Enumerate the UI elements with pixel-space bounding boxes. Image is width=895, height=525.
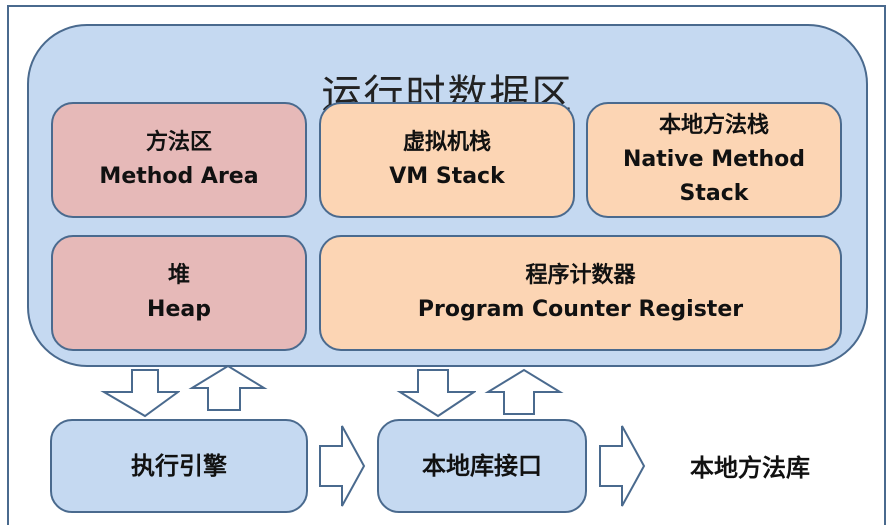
- right-arrow-icon: [599, 425, 646, 507]
- heap-box: 堆 Heap: [51, 235, 307, 351]
- vm-stack-box: 虚拟机栈 VM Stack: [319, 102, 575, 218]
- pc-register-en: Program Counter Register: [417, 297, 744, 322]
- method-area-box: 方法区 Method Area: [51, 102, 307, 218]
- execution-engine-box: 执行引擎: [50, 419, 308, 513]
- native-method-stack-en-1: Native Method: [622, 147, 806, 172]
- down-arrow-icon: [100, 369, 180, 418]
- native-library-label: 本地方法库: [690, 454, 810, 482]
- heap-en: Heap: [147, 297, 211, 322]
- diagram-frame: [7, 5, 886, 525]
- native-interface-box: 本地库接口: [377, 419, 587, 513]
- vm-stack-zh: 虚拟机栈: [402, 130, 491, 155]
- vm-stack-en: VM Stack: [389, 164, 505, 189]
- down-arrow-icon: [396, 369, 476, 418]
- native-method-stack-box: 本地方法栈 Native Method Stack: [586, 102, 842, 218]
- up-arrow-icon: [484, 368, 564, 415]
- native-method-stack-zh: 本地方法栈: [658, 113, 769, 138]
- pc-register-box: 程序计数器 Program Counter Register: [319, 235, 842, 351]
- right-arrow-icon: [319, 425, 366, 507]
- native-interface-label: 本地库接口: [422, 452, 542, 480]
- heap-zh: 堆: [167, 263, 190, 288]
- pc-register-zh: 程序计数器: [525, 263, 636, 288]
- native-method-stack-en-2: Stack: [679, 181, 749, 206]
- method-area-zh: 方法区: [145, 130, 212, 155]
- execution-engine-label: 执行引擎: [131, 452, 227, 480]
- method-area-en: Method Area: [99, 164, 259, 189]
- up-arrow-icon: [188, 364, 268, 411]
